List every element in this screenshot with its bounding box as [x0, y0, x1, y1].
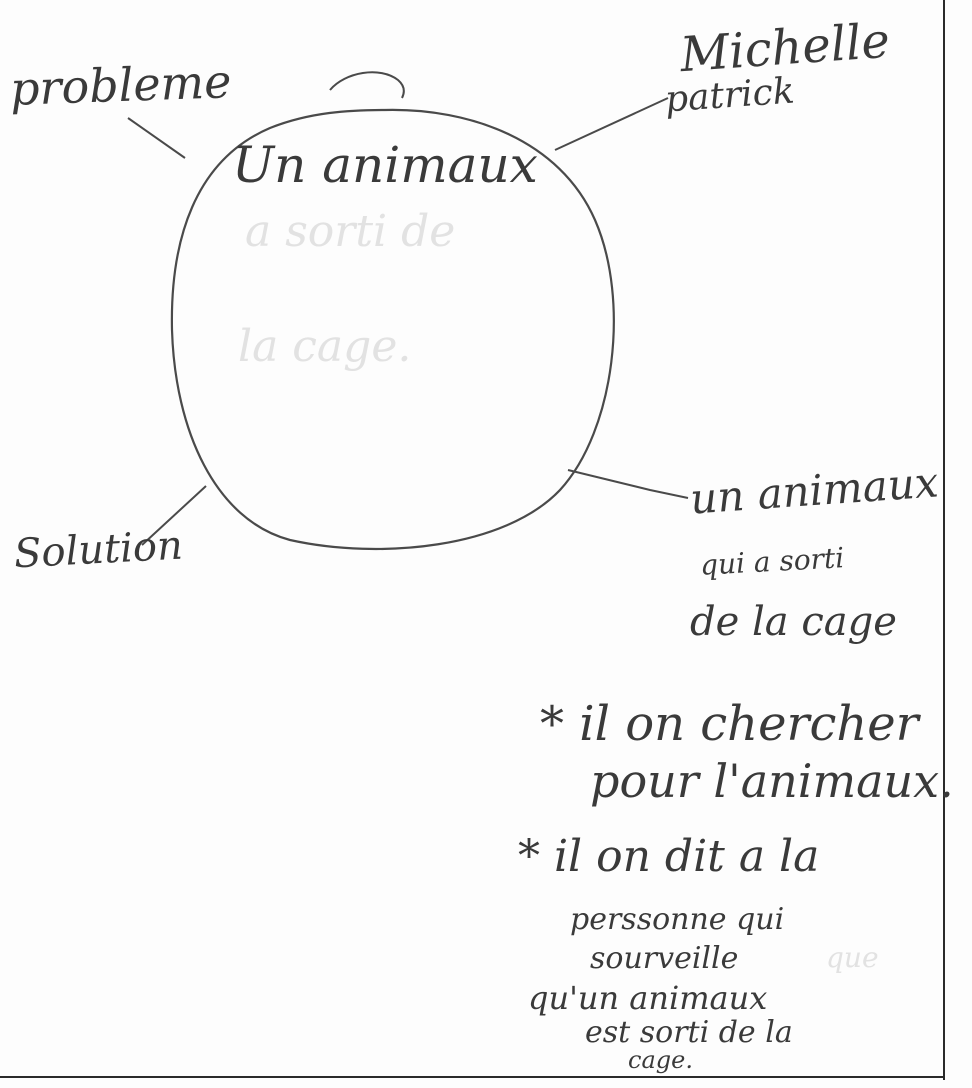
- center-faint-line-2: la cage.: [238, 321, 412, 372]
- center-faint-line-1: a sorti de: [245, 206, 456, 257]
- center-circle: [170, 108, 615, 551]
- characters-connector-line: [554, 97, 669, 151]
- event-point-1-line-1: * il on chercher: [540, 696, 919, 752]
- solution-label: Solution: [12, 522, 184, 578]
- events-connector-line: [567, 469, 689, 499]
- event-point-2-line-5: est sorti de la: [585, 1015, 793, 1050]
- frame-bottom-border: [0, 1076, 945, 1078]
- problem-label: probleme: [9, 54, 233, 116]
- event-point-2-line-4: qu'un animaux: [528, 979, 768, 1017]
- solution-connector-line: [141, 485, 207, 546]
- event-point-2-line-2: perssonne qui: [570, 902, 785, 937]
- event-point-1-line-2: pour l'animaux.: [590, 754, 954, 808]
- event-point-2-faint-word: que: [826, 941, 879, 974]
- circle-top-bump: [329, 71, 405, 99]
- character-name-2: patrick: [663, 70, 796, 121]
- center-title: Un animaux: [232, 136, 538, 194]
- events-summary-line-2: qui a sorti: [699, 541, 845, 582]
- problem-connector-line: [127, 117, 186, 159]
- frame-right-border: [943, 0, 945, 1080]
- event-point-2-line-1: * il on dit a la: [518, 831, 820, 882]
- event-point-2-line-3: sourveille: [590, 941, 739, 976]
- character-name-1: Michelle: [678, 12, 892, 84]
- events-summary-line-3: de la cage: [690, 599, 897, 645]
- event-point-2-line-6: cage.: [628, 1046, 693, 1074]
